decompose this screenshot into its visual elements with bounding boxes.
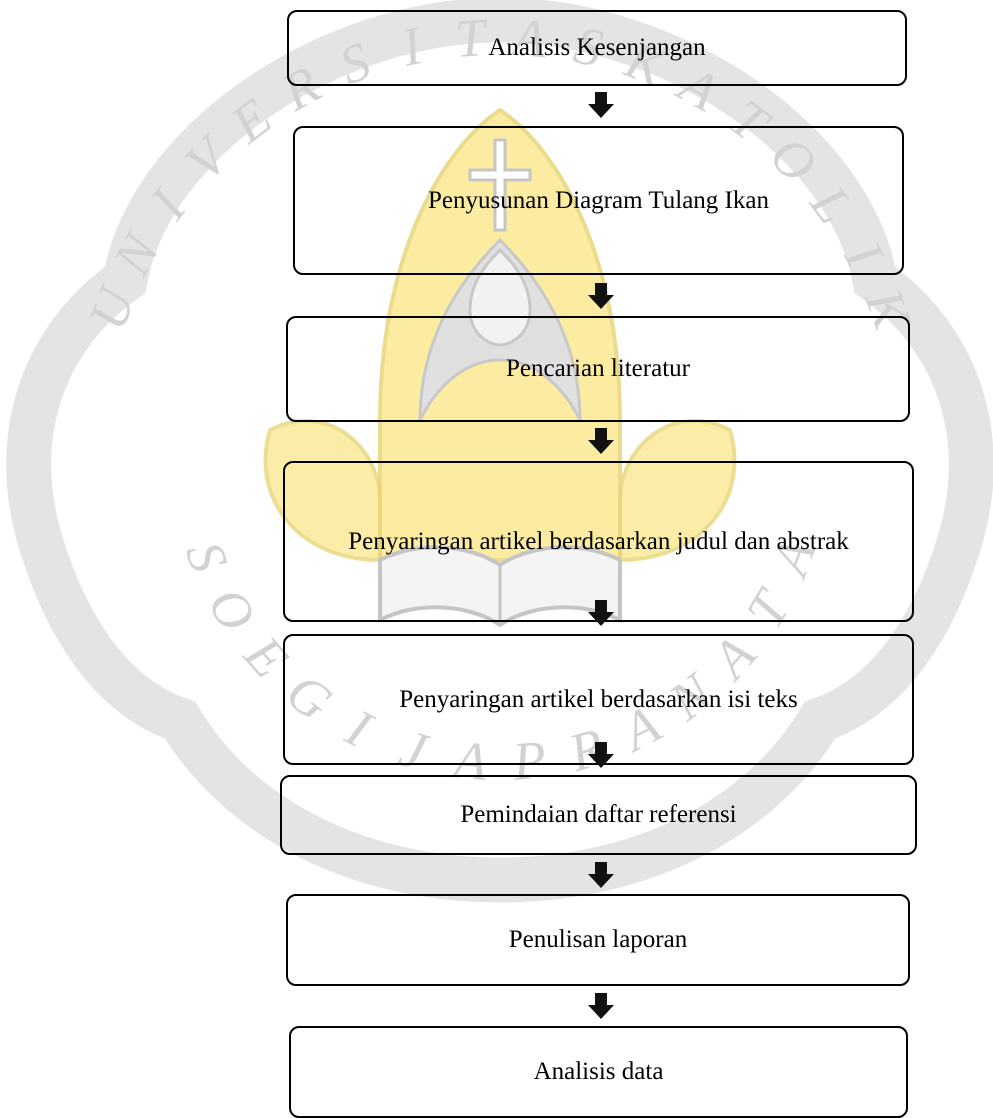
seal-letter: V: [174, 122, 244, 192]
down-arrow-icon: [588, 742, 614, 768]
down-arrow-icon: [588, 993, 614, 1019]
step-pemindaian-referensi: Pemindaian daftar referensi: [280, 775, 917, 855]
seal-letter: E: [219, 87, 282, 155]
step-penyaringan-judul-abstrak: Penyaringan artikel berdasarkan judul da…: [283, 461, 914, 622]
seal-letter: N: [101, 222, 173, 286]
down-arrow-icon: [588, 428, 614, 454]
step-penyusunan-diagram: Penyusunan Diagram Tulang Ikan: [293, 126, 904, 275]
seal-letter: I: [138, 177, 199, 230]
step-penulisan-laporan: Penulisan laporan: [286, 894, 910, 986]
step-analisis-kesenjangan: Analisis Kesenjangan: [287, 10, 907, 86]
step-analisis-data: Analisis data: [289, 1026, 908, 1118]
step-pencarian-literatur: Pencarian literatur: [286, 316, 910, 422]
down-arrow-icon: [588, 600, 614, 626]
seal-letter: U: [77, 277, 148, 337]
down-arrow-icon: [588, 283, 614, 309]
seal-letter: S: [174, 534, 240, 580]
down-arrow-icon: [588, 862, 614, 888]
seal-letter: O: [196, 577, 268, 641]
down-arrow-icon: [588, 92, 614, 118]
